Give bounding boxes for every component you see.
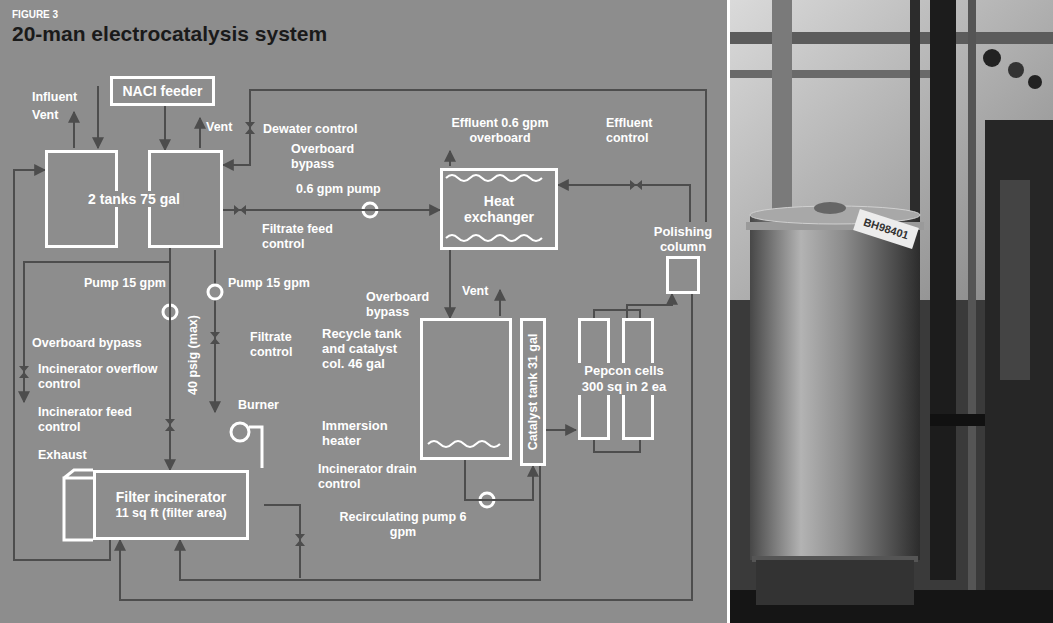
pipe-line <box>594 440 640 452</box>
figure-title: 20-man electrocatalysis system <box>12 22 327 46</box>
node-text: Recycle tank and catalyst col. 46 gal <box>322 326 416 371</box>
equipment-photo <box>1008 62 1024 78</box>
node-text: NACI feeder <box>122 83 202 99</box>
flow-connector <box>627 294 672 318</box>
flow-connector <box>120 294 692 600</box>
node-text: Filter incinerator <box>116 489 226 505</box>
pipe-line <box>73 112 75 148</box>
diagram-panel: 20-man electrocatalysis systemFIGURE 3 In… <box>0 0 727 623</box>
flow-connector <box>164 106 166 150</box>
callout-label: Pump 15 gpm <box>84 276 166 291</box>
equipment-photo <box>968 0 976 600</box>
node-text: Heat exchanger <box>451 193 547 225</box>
callout-label: Pump 15 gpm <box>228 276 310 291</box>
node-text: Catalyst tank 31 gal <box>526 334 541 451</box>
pipe-line <box>594 310 640 318</box>
equipment-photo <box>930 0 956 580</box>
pipe-line <box>24 86 640 578</box>
equipment-photo <box>930 414 985 426</box>
callout-label: Influent <box>32 90 77 105</box>
tank-pair: 2 tanks 75 gal <box>45 150 223 248</box>
pump-symbol <box>208 285 222 299</box>
pepcon-cells: Pepcon cells 300 sq in 2 ea <box>576 318 672 440</box>
equipment-photo <box>983 49 1001 67</box>
equipment-photo <box>910 0 920 215</box>
node-text: 11 sq ft (filter area) <box>115 505 226 521</box>
equipment-photo <box>730 0 1053 623</box>
feeder-box: NACI feeder <box>110 76 215 106</box>
callout-label: Incinerator drain control <box>318 462 422 492</box>
flow-connector <box>169 248 171 470</box>
node-text: 2 tanks 75 gal <box>85 191 183 207</box>
equipment-photo <box>985 120 1053 600</box>
callout-label: Filtrate control <box>250 330 316 360</box>
callout-label: Effluent 0.6 gpm overboard <box>440 116 560 146</box>
equipment-photo <box>730 70 930 78</box>
callout-label: Vent <box>32 108 58 123</box>
pipe-line <box>499 290 501 316</box>
callout-label: Incinerator feed control <box>38 405 158 435</box>
callout-label: Vent <box>206 120 232 135</box>
polishing-column: Polishing column <box>648 222 718 294</box>
pipe-line <box>24 262 170 402</box>
equipment-photo <box>814 202 846 214</box>
equipment-photo <box>1028 75 1042 89</box>
equipment-photo <box>756 560 914 605</box>
pipe-line <box>214 250 216 412</box>
flow-connector <box>465 460 533 500</box>
callout-label: Incinerator overflow control <box>38 362 158 392</box>
heat-exchanger-box: Heat exchanger <box>440 168 558 250</box>
tank-outline <box>420 318 512 460</box>
callout-label: Filtrate feed control <box>262 222 358 252</box>
node-text: Polishing column <box>648 222 718 254</box>
node-text: Immersion heater <box>322 418 416 448</box>
callout-label: Recirculating pump 6 gpm <box>336 510 470 540</box>
catalyst-tank: Catalyst tank 31 gal <box>520 318 546 466</box>
callout-label: Overboard bypass <box>291 142 371 172</box>
equipment-photo <box>730 0 1053 623</box>
node-text: Pepcon cells 300 sq in 2 ea <box>576 363 672 395</box>
figure-number: FIGURE 3 <box>12 7 58 22</box>
heater-coil <box>446 235 542 241</box>
pipe-line <box>264 505 300 578</box>
callout-label: Overboard bypass <box>32 336 142 351</box>
pipe-line <box>449 151 451 166</box>
pipe-line <box>199 118 201 148</box>
flow-connector <box>449 250 451 318</box>
equipment-photo <box>1000 180 1030 380</box>
recycle-tank: Recycle tank and catalyst col. 46 galImm… <box>322 318 512 460</box>
flow-connector <box>546 429 576 431</box>
heater-coil <box>428 441 500 447</box>
flow-connector <box>223 90 706 222</box>
pipe-line <box>97 86 99 148</box>
callout-label: Overboard bypass <box>366 290 438 320</box>
equipment-photo <box>750 215 920 560</box>
callout-label: Vent <box>462 284 488 299</box>
callout-label: Exhaust <box>38 448 87 463</box>
callout-label: Burner <box>238 398 279 413</box>
burner-and-duct <box>231 423 249 441</box>
equipment-photo <box>772 0 792 215</box>
column-outline <box>666 256 700 294</box>
burner-and-duct <box>64 470 93 540</box>
flow-connector <box>223 209 440 211</box>
equipment-photo <box>853 209 919 249</box>
callout-label: 40 psig (max) <box>186 315 201 395</box>
flow-connector <box>558 185 690 222</box>
callout-label: 0.6 gpm pump <box>296 182 381 197</box>
valve-symbol <box>19 122 642 546</box>
valve-symbol <box>210 332 220 344</box>
filter-incinerator-box: Filter incinerator11 sq ft (filter area) <box>93 470 249 540</box>
callout-label: Effluent control <box>606 116 672 146</box>
heater-coil <box>446 175 542 181</box>
burner-and-duct <box>249 427 262 468</box>
burner-and-duct <box>64 423 262 540</box>
valve-symbol <box>295 534 305 546</box>
callout-label: Dewater control <box>263 122 357 137</box>
valve-symbol <box>19 366 29 378</box>
